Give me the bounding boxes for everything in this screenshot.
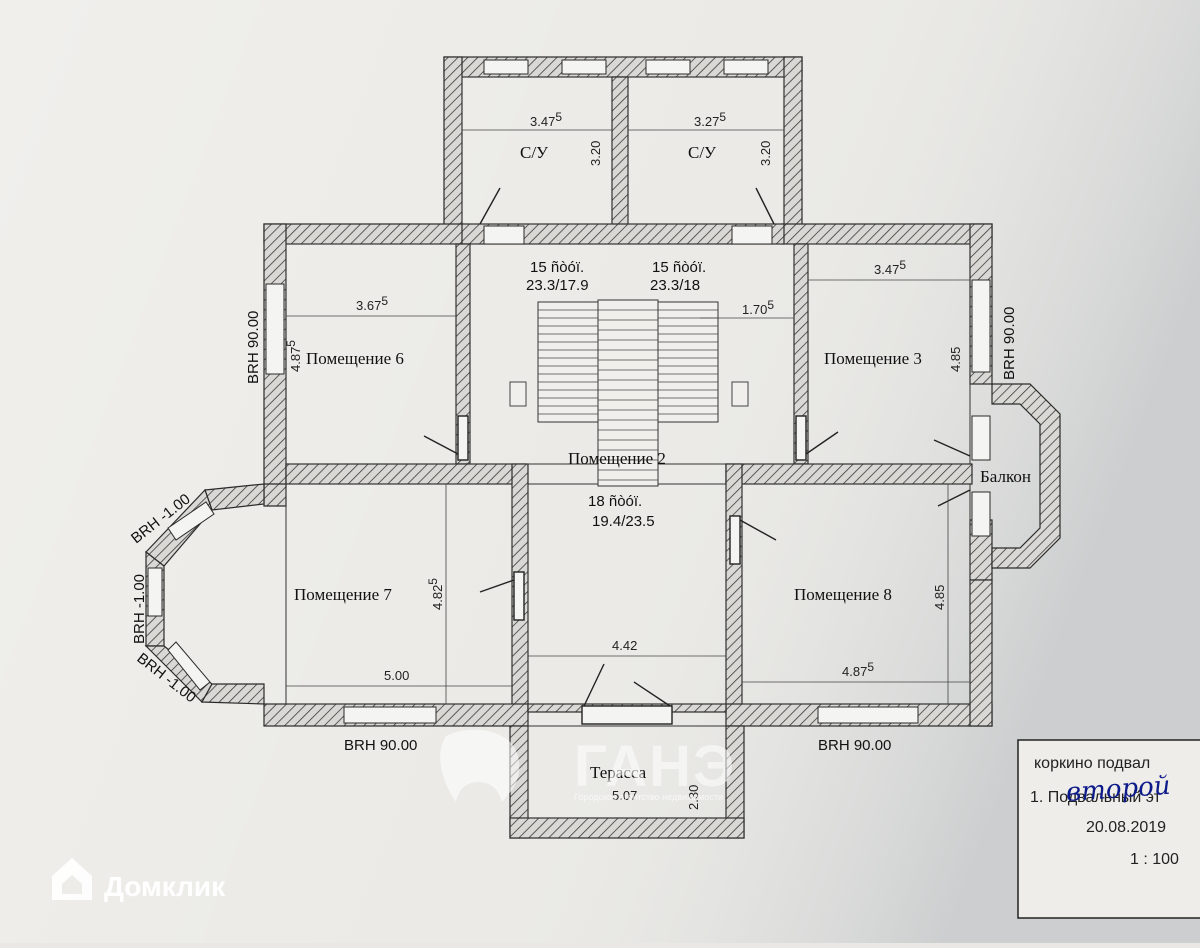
room-label-7: Помещение 7 — [294, 585, 392, 604]
stair-left-ratio: 23.3/17.9 — [526, 277, 589, 294]
room-label-balcony: Балкон — [980, 467, 1031, 486]
stairs — [537, 299, 719, 487]
lion-logo-icon — [440, 729, 520, 802]
agency-name-watermark: ГАНЭ — [574, 734, 736, 799]
room-label-su-right: С/У — [688, 143, 717, 162]
stamp-handwritten: второй — [1065, 771, 1171, 808]
stair-treads — [538, 309, 718, 481]
dim-su-right-width: 3.275 — [694, 110, 726, 129]
title-stamp: коркино подвал 1. Подвальный эт второй 2… — [1017, 739, 1200, 919]
stair-main-count: 18 ñòóï. — [588, 493, 642, 510]
brh-left-label: BRH 90.00 — [245, 311, 262, 384]
dim-room7-width: 5.00 — [384, 668, 409, 683]
dim-terrace-height: 2.30 — [686, 785, 701, 810]
dim-room7-height: 4.825 — [426, 578, 445, 610]
columns — [509, 381, 749, 407]
room-label-8: Помещение 8 — [794, 585, 892, 604]
dim-room8-width: 4.875 — [842, 660, 874, 679]
brh-right-label: BRH 90.00 — [1001, 307, 1018, 380]
dim-su-left-height: 3.20 — [588, 141, 603, 166]
brh-bottom-right-label: BRH 90.00 — [818, 737, 891, 754]
dim-room8-height: 4.85 — [932, 585, 947, 610]
stair-left-count: 15 ñòóï. — [530, 259, 584, 276]
dim-room6-width: 3.675 — [356, 294, 388, 313]
agency-tagline-watermark: Городское агентство недвижимости — [574, 792, 723, 802]
site-brand-text: Домклик — [104, 871, 226, 902]
room-outlines — [285, 76, 971, 819]
room-label-su-left: С/У — [520, 143, 549, 162]
dim-su-right-height: 3.20 — [758, 141, 773, 166]
dim-su-left-width: 3.475 — [530, 110, 562, 129]
agency-watermark: ГАНЭ Городское агентство недвижимости — [440, 729, 736, 802]
dim-room6-height: 4.875 — [284, 340, 303, 372]
walls — [144, 56, 1061, 839]
brh-bay-mid-label: BRH -1.00 — [131, 574, 148, 644]
room-label-3: Помещение 3 — [824, 349, 922, 368]
stair-right-count: 15 ñòóï. — [652, 259, 706, 276]
dim-hall-width: 1.705 — [742, 298, 774, 317]
room-label-terrace: Терасса — [590, 763, 647, 782]
stair-main-ratio: 19.4/23.5 — [592, 513, 655, 530]
windows — [147, 59, 991, 724]
dim-terrace-width: 5.07 — [612, 788, 637, 803]
house-logo-icon — [52, 858, 92, 900]
dim-room2-width: 4.42 — [612, 638, 637, 653]
doors — [423, 187, 971, 725]
room-label-2: Помещение 2 — [568, 449, 666, 468]
dim-room3-width: 3.475 — [874, 258, 906, 277]
dim-room3-height: 4.85 — [948, 347, 963, 372]
site-brand-watermark: Домклик — [52, 858, 226, 902]
room-label-6: Помещение 6 — [306, 349, 404, 368]
stamp-line1: коркино подвал — [1034, 755, 1150, 772]
stamp-line2: 1. Подвальный эт — [1030, 789, 1162, 806]
dimension-lines — [286, 129, 970, 704]
stair-right-ratio: 23.3/18 — [650, 277, 700, 294]
brh-bottom-left-label: BRH 90.00 — [344, 737, 417, 754]
stamp-scale: 1 : 100 — [1130, 851, 1179, 868]
stamp-date: 20.08.2019 — [1086, 819, 1166, 836]
